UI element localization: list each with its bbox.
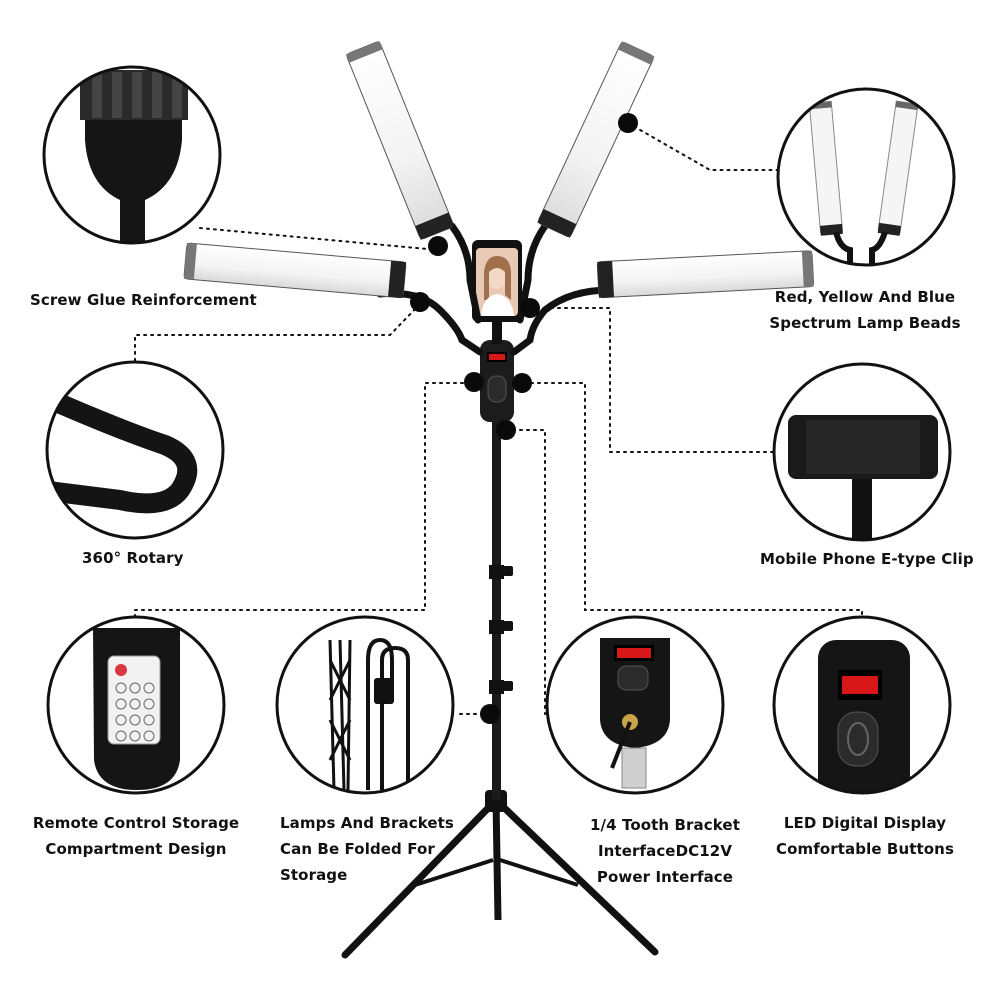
detail-circle-phone-clip <box>772 362 952 542</box>
detail-circle-folded <box>275 615 455 795</box>
detail-circle-remote <box>46 615 226 795</box>
detail-circle-led <box>772 615 952 795</box>
light-stand <box>183 40 815 959</box>
label-bracket: 1/4 Tooth Bracket InterfaceDC12V Power I… <box>590 816 740 886</box>
label-screw-glue: Screw Glue Reinforcement <box>30 291 257 309</box>
detail-circle-rotary <box>45 360 225 540</box>
label-rotary: 360° Rotary <box>82 549 184 567</box>
detail-circle-bracket <box>545 615 725 795</box>
label-remote: Remote Control Storage Compartment Desig… <box>32 814 240 858</box>
label-folded: Lamps And Brackets Can Be Folded For Sto… <box>280 814 454 884</box>
label-led: LED Digital Display Comfortable Buttons <box>775 814 954 858</box>
label-phone-clip: Mobile Phone E-type Clip <box>760 550 974 568</box>
label-spectrum: Red, Yellow And Blue Spectrum Lamp Beads <box>769 288 961 332</box>
connector-lines <box>134 122 863 715</box>
callout-dots <box>410 113 638 724</box>
detail-circle-screw-glue <box>42 65 222 245</box>
detail-circle-spectrum <box>776 87 956 267</box>
